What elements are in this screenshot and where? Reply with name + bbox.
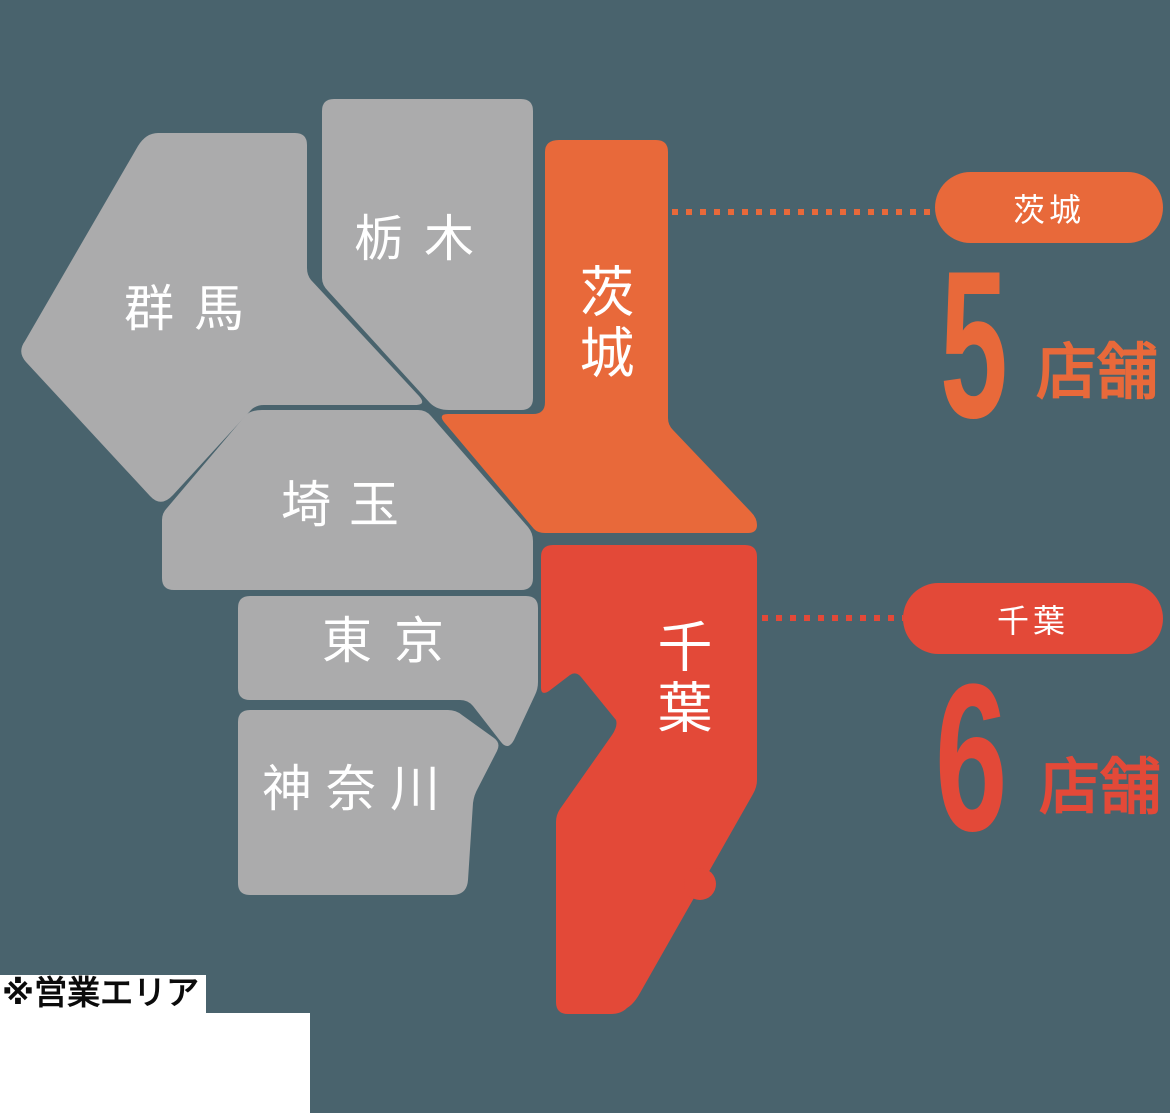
prefecture-label-gunma: 群馬	[124, 281, 264, 337]
prefecture-shape-saitama	[162, 410, 533, 590]
callout-pill-ibaraki: 茨城	[935, 172, 1163, 243]
prefecture-label-tokyo: 東京	[322, 613, 466, 669]
prefecture-label-ibaraki: 茨城	[571, 263, 633, 385]
store-count-ibaraki: 5	[940, 227, 1008, 462]
store-count-chiba: 6	[935, 640, 1008, 875]
prefecture-shape-gunma	[21, 133, 423, 502]
callout-pill-ibaraki-label: 茨城	[1012, 191, 1085, 228]
store-count-unit-chiba: 店舗	[1039, 753, 1162, 821]
note-background-panel-lower	[0, 1013, 310, 1113]
prefecture-label-saitama: 埼玉	[281, 477, 417, 533]
prefecture-label-tochigi: 栃木	[354, 211, 494, 267]
sales-area-note: ※営業エリア	[2, 974, 200, 1011]
callout-pill-chiba: 千葉	[903, 583, 1163, 654]
prefecture-label-kanagawa: 神奈川	[262, 761, 454, 817]
prefecture-label-chiba: 千葉	[649, 618, 711, 740]
prefecture-shape-tokyo	[238, 596, 538, 747]
prefecture-shape-kanagawa	[238, 710, 499, 895]
dotted-connector-ibaraki	[672, 209, 935, 215]
prefecture-shape-ibaraki	[441, 140, 757, 533]
callout-pill-chiba-label: 千葉	[996, 602, 1069, 639]
prefecture-shape-chiba-cape	[684, 868, 716, 900]
dotted-connector-chiba	[762, 615, 903, 621]
prefecture-shape-tochigi	[322, 99, 533, 410]
store-count-unit-ibaraki: 店舗	[1036, 338, 1159, 406]
prefecture-shape-chiba	[541, 545, 757, 1014]
